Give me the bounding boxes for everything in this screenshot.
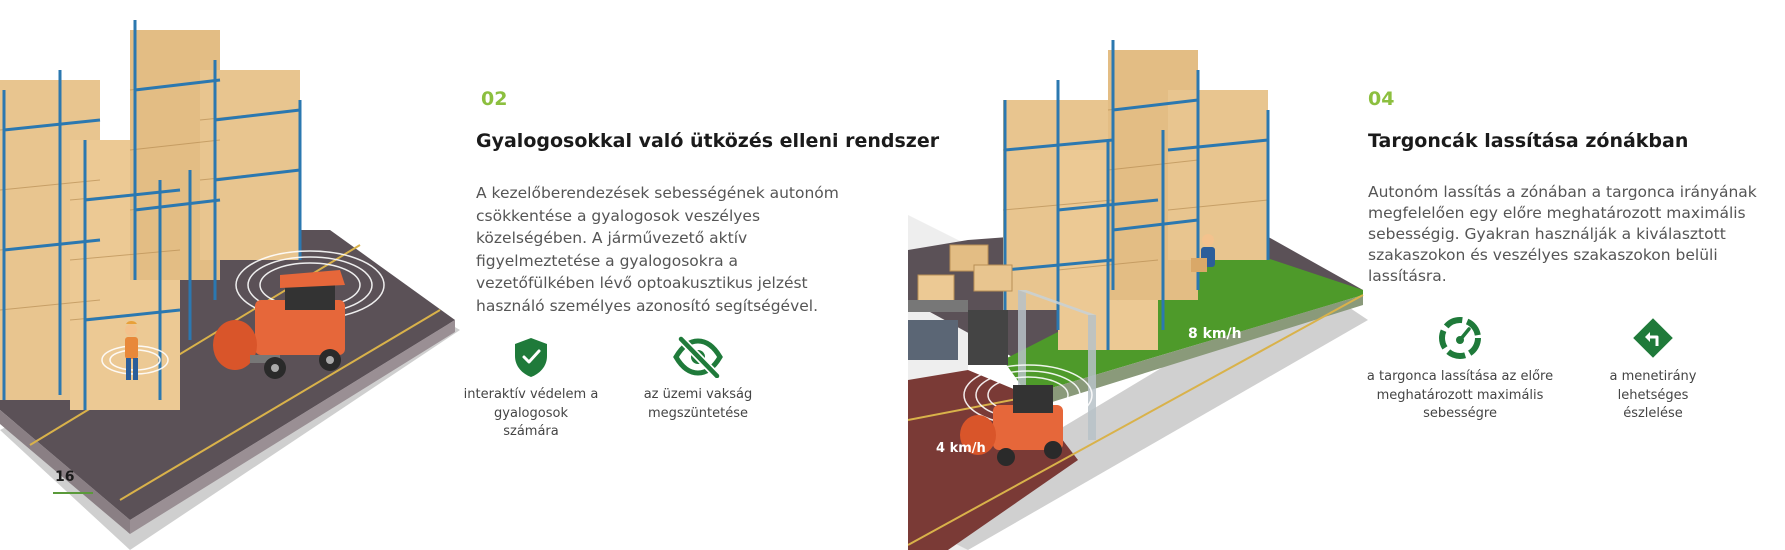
- pedestrian: [125, 320, 138, 380]
- section-body: A kezelőberendezések sebességének autonó…: [476, 182, 856, 317]
- section-title: Targoncák lassítása zónákban: [1368, 130, 1689, 152]
- body-line: lassításra.: [1368, 267, 1447, 285]
- body-line: sebességig. Gyakran használják a kiválas…: [1368, 225, 1726, 243]
- feature-blind-spot-elimination: az üzemi vakság megszüntetése: [628, 336, 768, 423]
- body-line: vezetőfülkében lévő optoakusztikus jelzé…: [476, 274, 808, 292]
- eye-off-icon: [673, 336, 723, 378]
- feature-label-line: meghatározott maximális: [1376, 387, 1544, 403]
- feature-direction-detection: a menetirány lehetséges észlelése: [1590, 316, 1716, 424]
- feature-label-line: lehetséges: [1617, 387, 1689, 403]
- body-line: Autonóm lassítás a zónában a targonca ir…: [1368, 183, 1757, 201]
- body-line: közelségében. A járművezető aktív: [476, 229, 748, 247]
- feature-label-line: számára: [503, 424, 559, 439]
- page-number-underline: [53, 492, 93, 494]
- feature-label-line: sebességre: [1423, 406, 1497, 421]
- feature-label-line: észlelése: [1623, 406, 1683, 421]
- speed-label-fast: 8 km/h: [1188, 326, 1242, 342]
- body-line: A kezelőberendezések sebességének autonó…: [476, 184, 839, 202]
- stacked-boxes: [908, 244, 1013, 365]
- direction-sign-icon: [1633, 318, 1673, 358]
- body-line: szakaszokon és veszélyes szakaszokon bel…: [1368, 246, 1718, 264]
- shield-check-icon: [515, 338, 547, 377]
- speed-label-slow: 4 km/h: [936, 441, 986, 456]
- feature-zone-speed-limit: a targonca lassítása az előre meghatároz…: [1365, 316, 1555, 424]
- section-number: 04: [1368, 88, 1395, 110]
- section-title: Gyalogosokkal való ütközés elleni rendsz…: [476, 130, 940, 152]
- body-line: megfelelően egy előre meghatározott maxi…: [1368, 204, 1746, 222]
- warehouse-pedestrian-illustration: [0, 20, 460, 550]
- feature-pedestrian-protection: interaktív védelem a gyalogosok számára: [458, 336, 604, 442]
- warehouse-speed-zone-illustration: [908, 40, 1368, 550]
- forklift: [960, 385, 1063, 466]
- feature-label-line: megszüntetése: [648, 405, 748, 421]
- forklift: [213, 270, 345, 379]
- speedometer-icon: [1439, 317, 1481, 359]
- rack-group: [1002, 40, 1270, 350]
- feature-label-line: interaktív védelem a: [463, 387, 599, 402]
- section-number: 02: [481, 88, 508, 110]
- rack-group: [0, 20, 302, 410]
- feature-label-line: gyalogosok: [494, 405, 568, 421]
- feature-label-line: a menetirány: [1609, 369, 1697, 384]
- body-line: figyelmeztetése a gyalogosokra a: [476, 251, 739, 270]
- section-body: Autonóm lassítás a zónában a targonca ir…: [1368, 182, 1778, 287]
- feature-label-line: a targonca lassítása az előre: [1366, 369, 1554, 384]
- body-line: használó személyes azonosító segítségéve…: [476, 296, 819, 315]
- feature-label-line: az üzemi vakság: [643, 387, 753, 402]
- worker: [1191, 234, 1215, 272]
- page-number: 16: [55, 469, 75, 485]
- body-line: csökkentése a gyalogosok veszélyes: [476, 206, 761, 225]
